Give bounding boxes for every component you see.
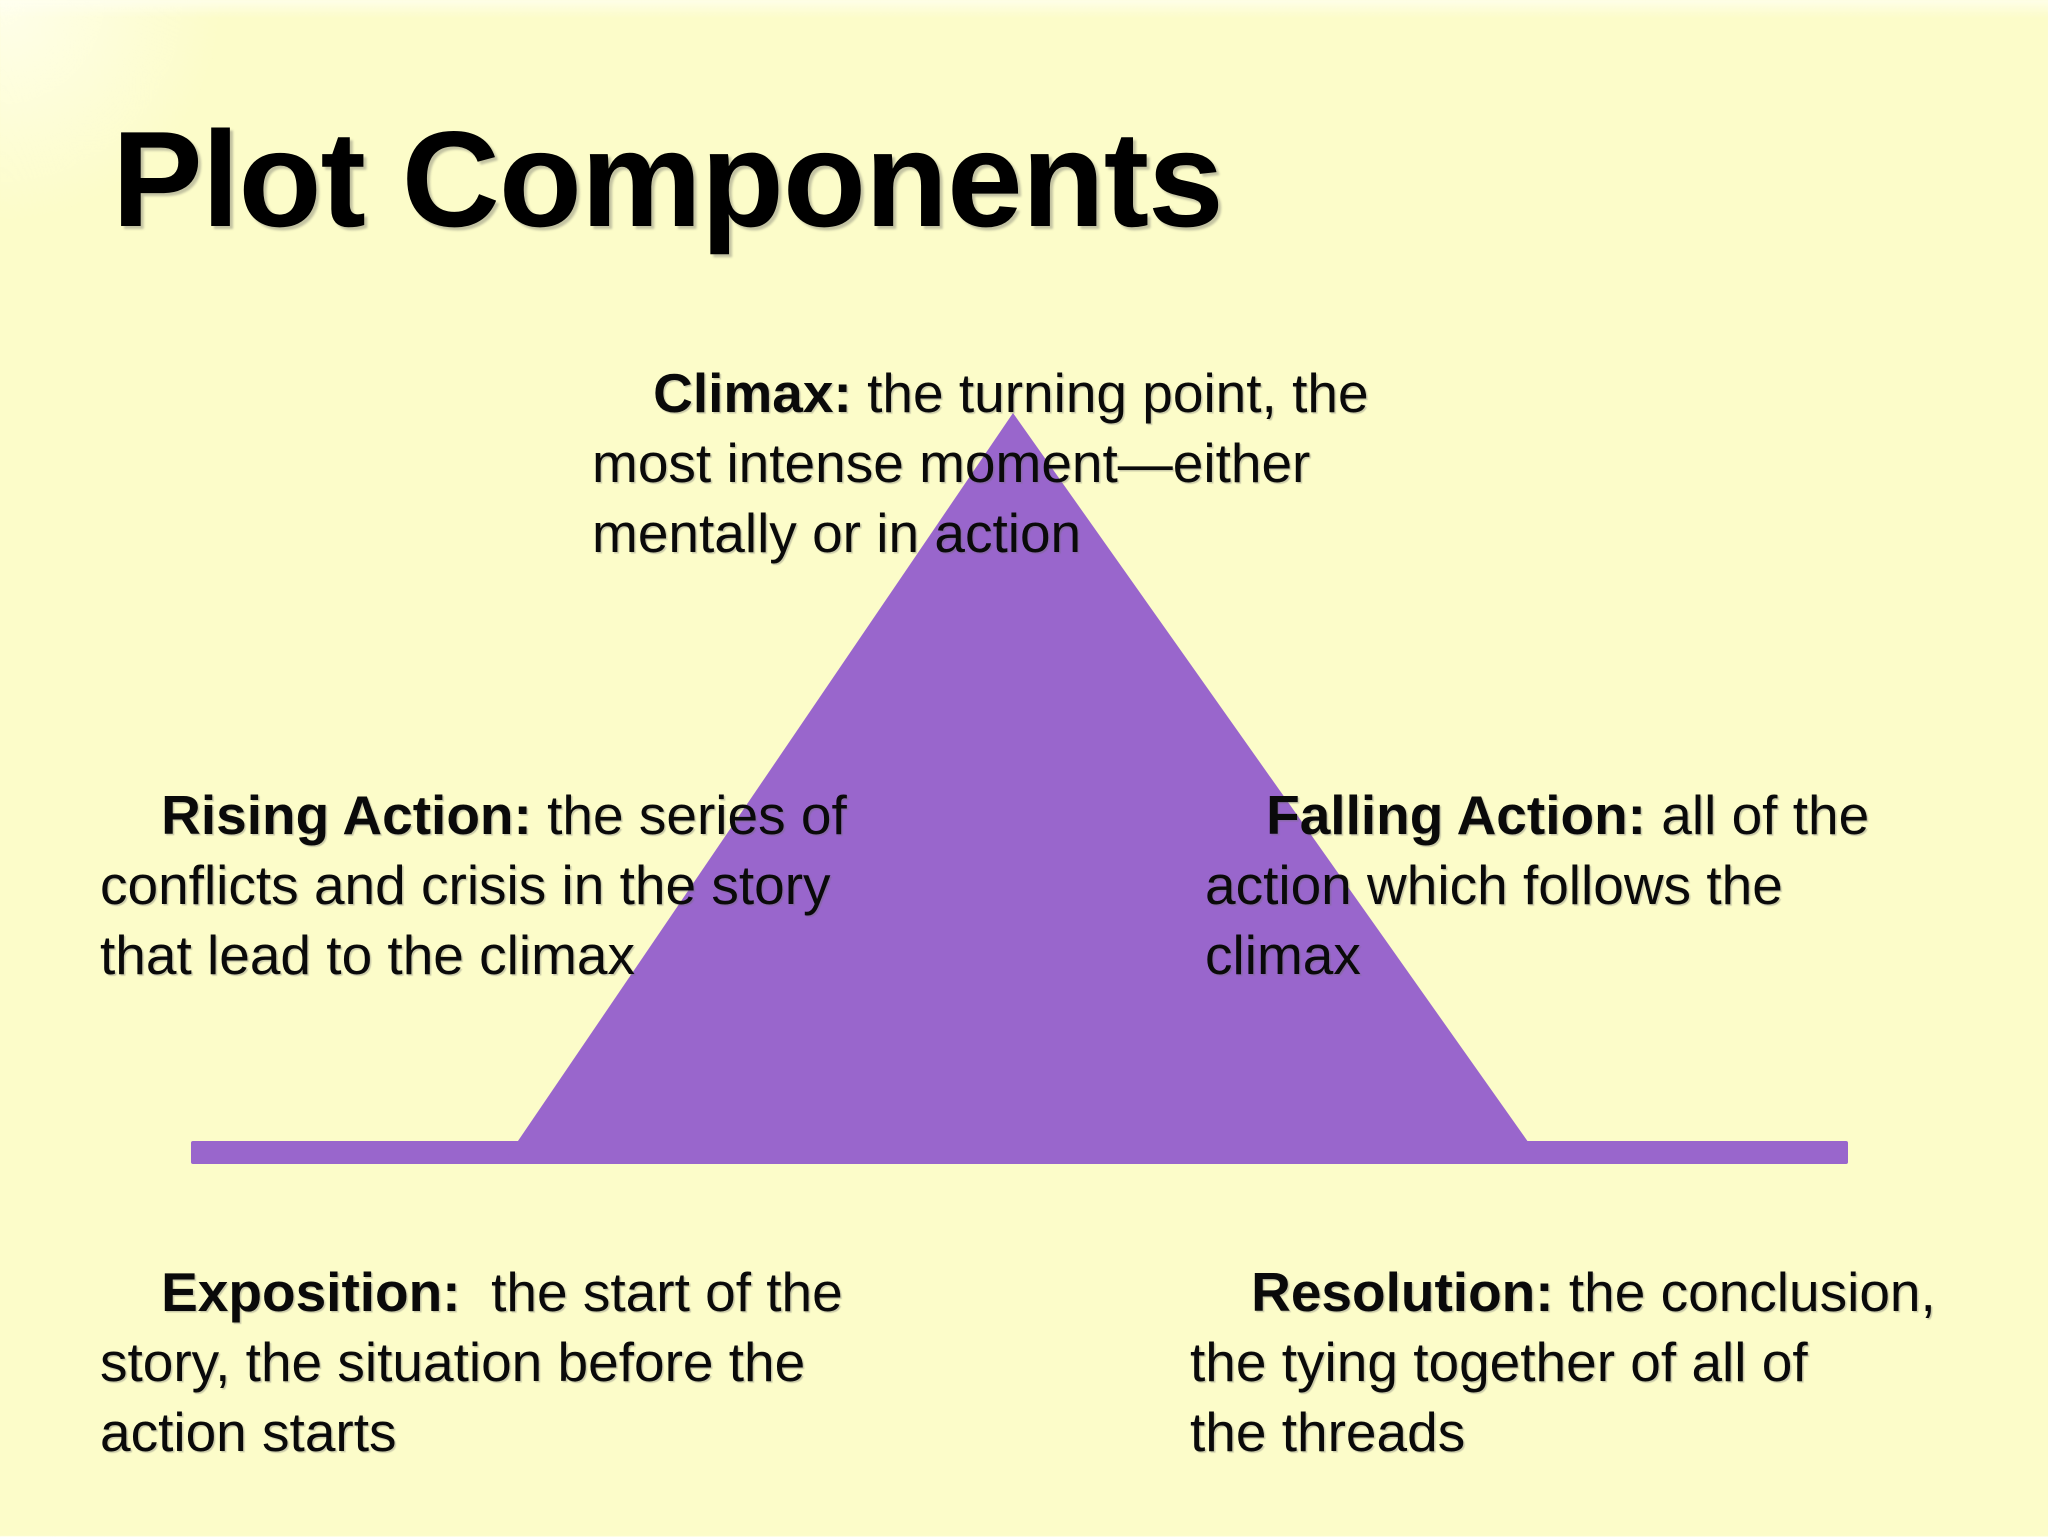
- label-climax-term: Climax:: [653, 362, 852, 424]
- label-falling-action-text: all of the action which follows the clim…: [1205, 784, 1870, 986]
- label-climax-text: the turning point, the most intense mome…: [592, 362, 1369, 564]
- slide-title: Plot Components: [112, 103, 1224, 255]
- label-resolution-text: the conclusion, the tying together of al…: [1190, 1261, 1936, 1463]
- label-exposition: Exposition: the start of the story, the …: [100, 1187, 1020, 1537]
- label-rising-action: Rising Action: the series of conflicts a…: [100, 710, 1000, 1060]
- label-rising-action-term: Rising Action:: [161, 784, 532, 846]
- label-exposition-text: the start of the story, the situation be…: [100, 1261, 843, 1463]
- label-falling-action-term: Falling Action:: [1266, 784, 1646, 846]
- label-climax: Climax: the turning point, the most inte…: [592, 288, 1532, 638]
- label-resolution-term: Resolution:: [1251, 1261, 1554, 1323]
- label-rising-action-text: the series of conflicts and crisis in th…: [100, 784, 847, 986]
- label-resolution: Resolution: the conclusion, the tying to…: [1190, 1187, 2048, 1537]
- pyramid-triangle: [503, 413, 1543, 1163]
- label-exposition-term: Exposition:: [161, 1261, 461, 1323]
- label-falling-action: Falling Action: all of the action which …: [1205, 710, 2025, 1060]
